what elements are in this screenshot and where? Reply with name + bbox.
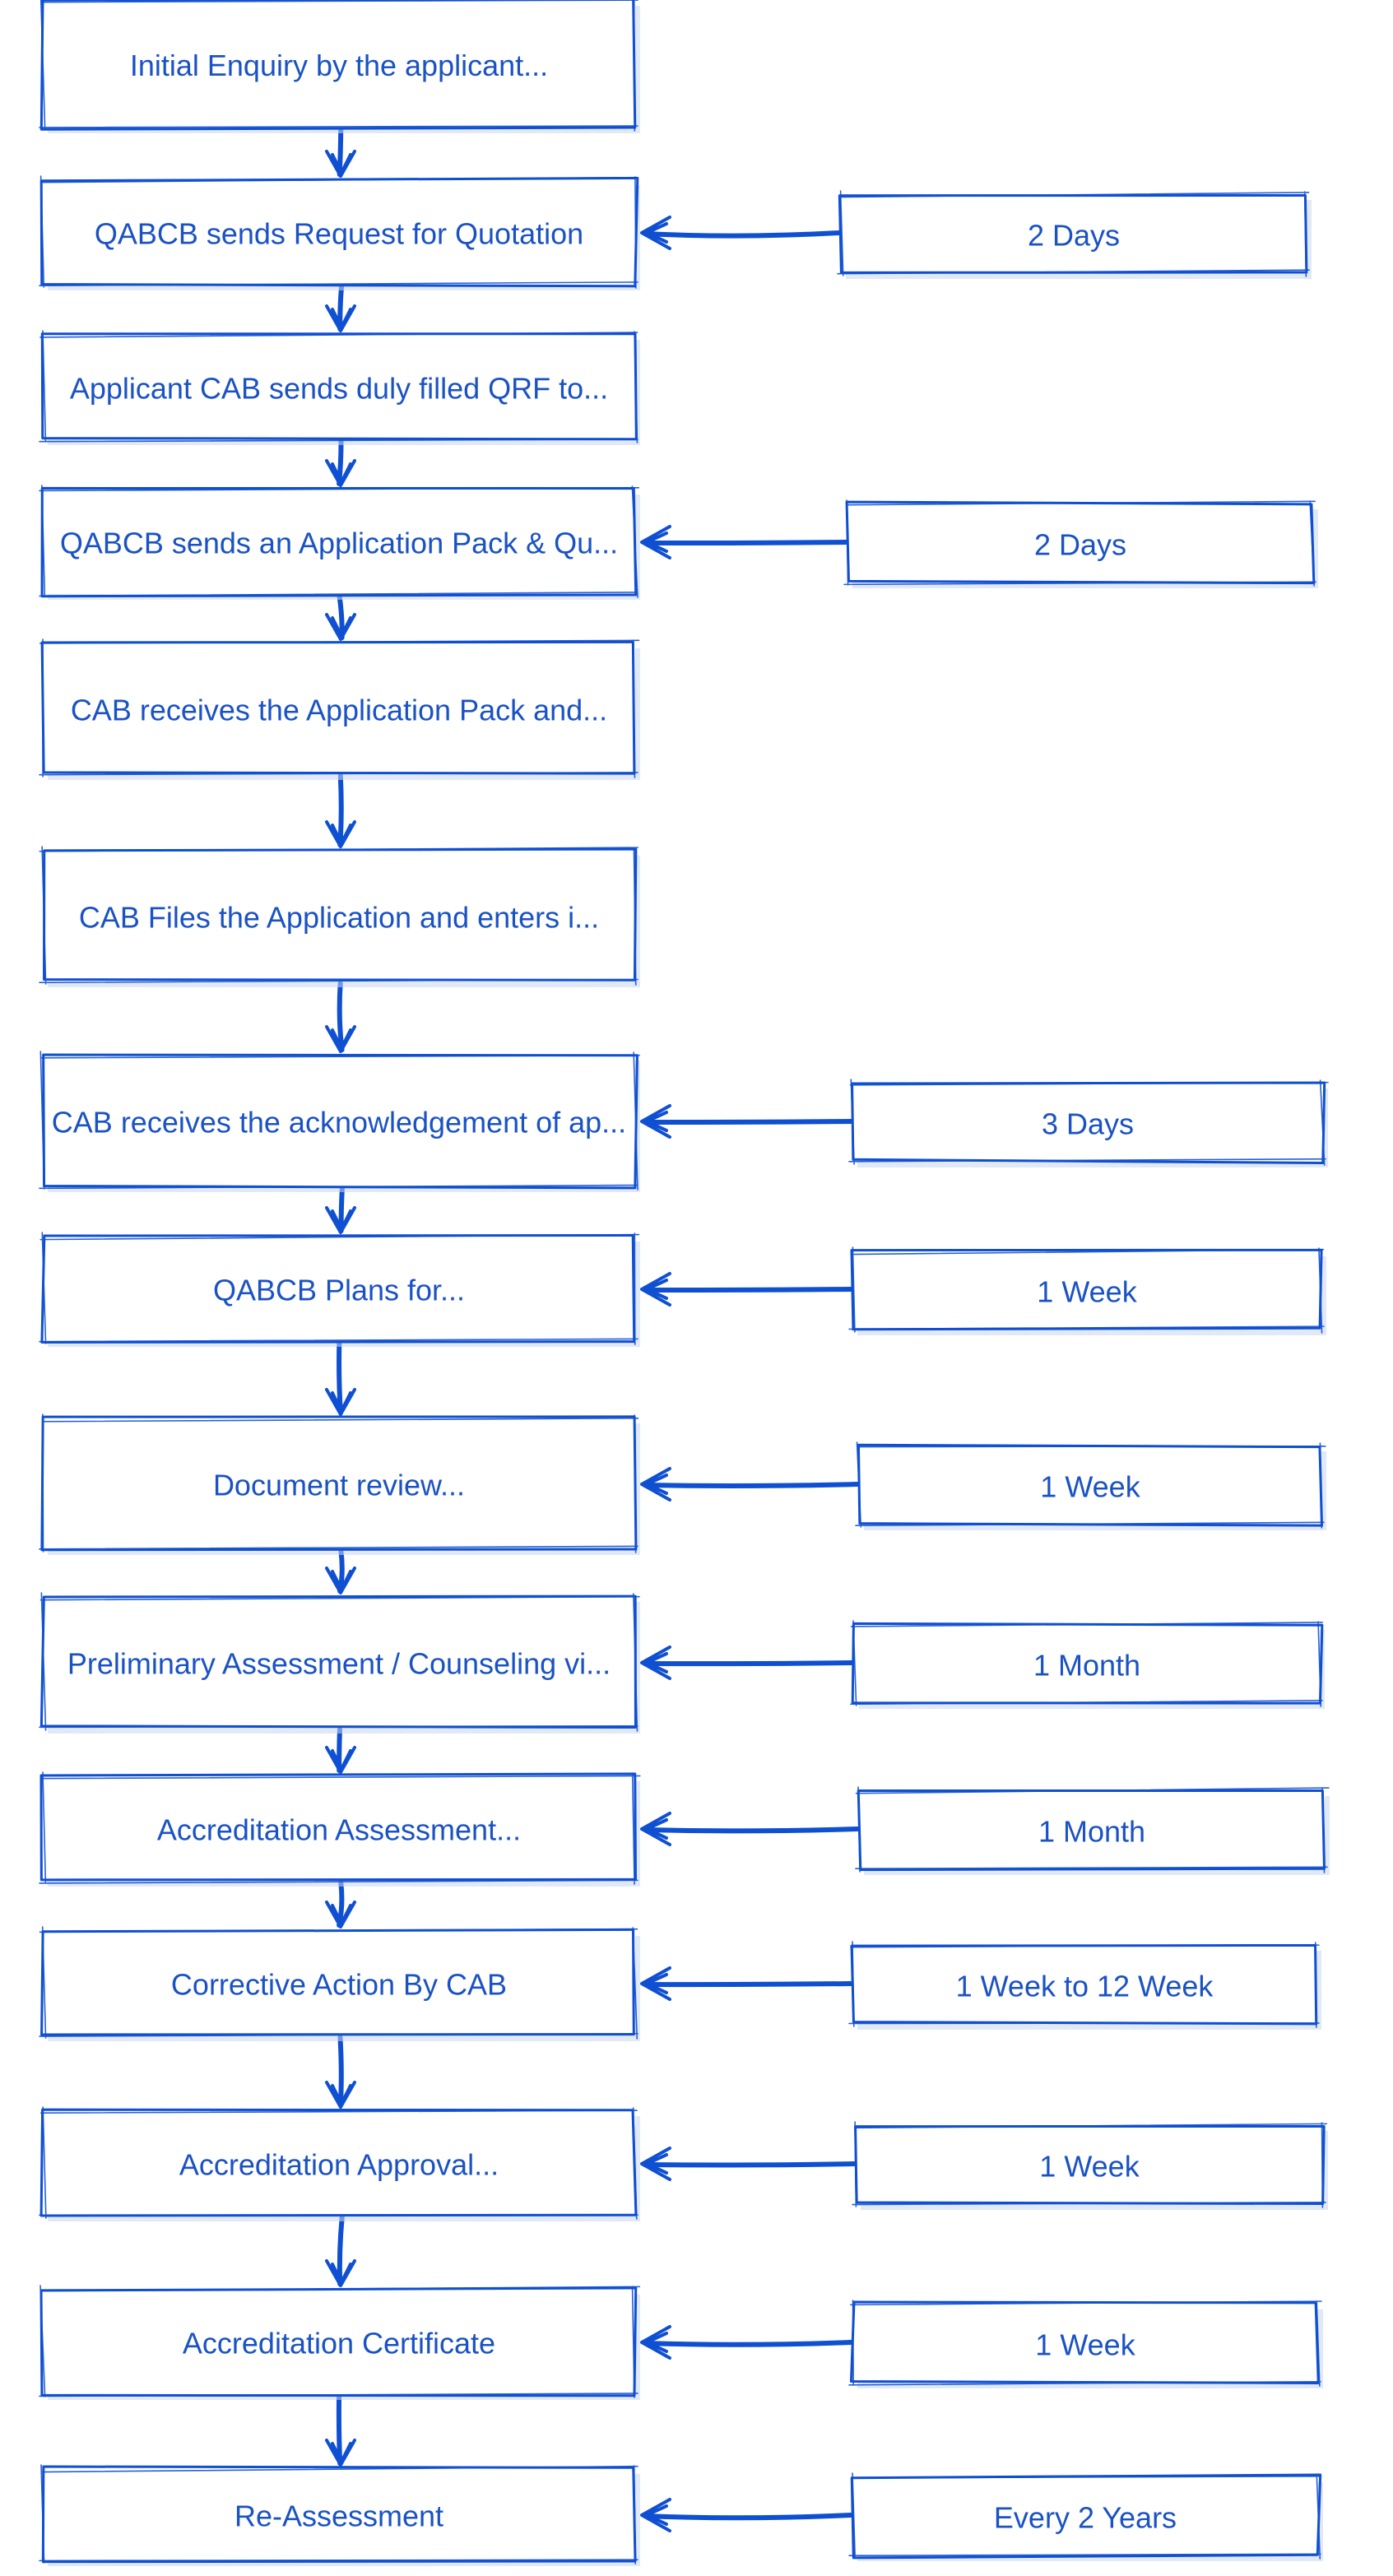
process-step: CAB receives the acknowledgement of ap..… — [39, 1051, 640, 1192]
process-step: Accreditation Assessment... — [39, 1771, 641, 1887]
process-step: Re-Assessment — [39, 2464, 640, 2566]
step-label: Accreditation Assessment... — [157, 1813, 521, 1847]
step-label: Document review... — [213, 1469, 465, 1502]
down-arrow — [325, 127, 356, 178]
left-arrow — [640, 525, 848, 559]
step-label: Re-Assessment — [234, 2499, 443, 2533]
duration-box: 1 Week — [848, 1246, 1326, 1335]
down-arrow — [325, 593, 356, 641]
down-arrow — [325, 1727, 356, 1774]
process-step: QABCB Plans for... — [39, 1232, 640, 1347]
process-step: Document review... — [39, 1413, 640, 1555]
left-arrow — [640, 1104, 853, 1139]
duration-box: 3 Days — [848, 1079, 1329, 1167]
step-label: Initial Enquiry by the applicant... — [130, 49, 548, 82]
duration-box: 2 Days — [837, 190, 1312, 279]
step-label: Preliminary Assessment / Counseling vi..… — [67, 1647, 611, 1681]
left-arrow — [640, 1272, 853, 1307]
duration-label: 3 Days — [1042, 1107, 1134, 1141]
step-label: Applicant CAB sends duly filled QRF to..… — [70, 372, 608, 406]
down-arrow — [325, 1186, 356, 1234]
node-layer: Initial Enquiry by the applicant... QABCB… — [39, 0, 1330, 2566]
duration-box: 1 Week — [848, 2300, 1323, 2388]
duration-label: 1 Week — [1039, 2150, 1140, 2184]
step-label: CAB receives the Application Pack and... — [71, 694, 607, 727]
process-step: QABCB sends an Application Pack & Qu... — [39, 485, 640, 600]
process-step: CAB Files the Application and enters i..… — [39, 846, 640, 987]
down-arrow — [325, 773, 356, 848]
duration-label: 1 Week — [1037, 1275, 1137, 1309]
duration-label: 1 Week — [1035, 2328, 1135, 2362]
down-arrow — [325, 1548, 356, 1594]
down-arrow — [325, 981, 356, 1053]
step-label: QABCB sends an Application Pack & Qu... — [60, 527, 618, 560]
duration-label: 2 Days — [1028, 219, 1120, 253]
duration-label: 1 Week — [1040, 1470, 1140, 1504]
left-arrow — [640, 1966, 853, 2001]
step-label: Accreditation Certificate — [183, 2327, 495, 2360]
process-step: Initial Enquiry by the applicant... — [39, 0, 640, 133]
duration-box: Every 2 Years — [848, 2472, 1323, 2561]
duration-label: Every 2 Years — [994, 2501, 1177, 2535]
duration-box: 1 Week — [855, 1441, 1326, 1530]
down-arrow — [325, 1880, 356, 1929]
down-arrow — [325, 1340, 356, 1416]
duration-box: 2 Days — [843, 499, 1318, 588]
connector-layer — [325, 127, 860, 2532]
step-label: Accreditation Approval... — [179, 2148, 499, 2182]
down-arrow — [325, 2393, 356, 2467]
process-step: Applicant CAB sends duly filled QRF to..… — [39, 330, 640, 445]
left-arrow — [640, 2147, 857, 2181]
step-label: QABCB Plans for... — [213, 1274, 465, 1307]
down-arrow — [325, 2035, 356, 2109]
duration-box: 1 Week — [852, 2121, 1328, 2210]
process-step: QABCB sends Request for Quotation — [39, 175, 640, 290]
process-step: Accreditation Approval... — [39, 2106, 640, 2221]
down-arrow — [325, 284, 356, 332]
down-arrow — [325, 2215, 356, 2287]
duration-label: 2 Days — [1034, 528, 1126, 562]
left-arrow — [640, 1467, 860, 1502]
process-step: Accreditation Certificate — [39, 2285, 641, 2400]
left-arrow — [640, 2498, 853, 2532]
process-step: CAB receives the Application Pack and... — [39, 638, 640, 780]
step-label: CAB Files the Application and enters i..… — [79, 901, 599, 935]
duration-label: 1 Month — [1033, 1649, 1140, 1683]
step-label: CAB receives the acknowledgement of ap..… — [52, 1106, 626, 1139]
process-step: Corrective Action By CAB — [39, 1926, 640, 2041]
duration-box: 1 Month — [850, 1620, 1325, 1709]
left-arrow — [640, 216, 842, 250]
duration-label: 1 Week to 12 Week — [956, 1970, 1214, 2003]
duration-box: 1 Week to 12 Week — [848, 1941, 1321, 2030]
step-label: QABCB sends Request for Quotation — [95, 217, 583, 251]
left-arrow — [640, 2325, 853, 2360]
down-arrow — [325, 439, 356, 487]
step-label: Corrective Action By CAB — [171, 1968, 507, 2002]
duration-label: 1 Month — [1038, 1815, 1145, 1849]
process-step: Preliminary Assessment / Counseling vi..… — [39, 1592, 640, 1734]
left-arrow — [640, 1645, 855, 1680]
duration-box: 1 Month — [855, 1786, 1330, 1875]
left-arrow — [640, 1812, 860, 1846]
